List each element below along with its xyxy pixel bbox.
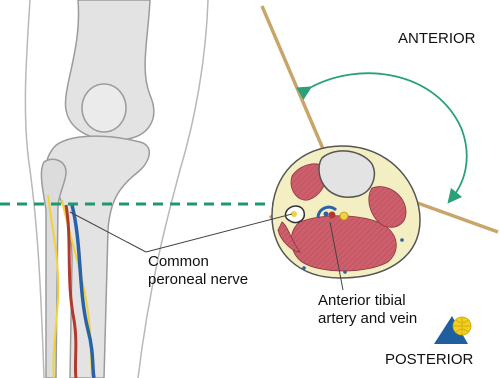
leg-anatomy	[25, 0, 208, 378]
nerve-dot-right	[340, 212, 348, 220]
vessel-dot-3	[302, 266, 306, 270]
nerve-leader-to-section	[146, 214, 292, 252]
common-peroneal-nerve-label: Common peroneal nerve	[148, 253, 248, 289]
artery-label-line2: artery and vein	[318, 310, 417, 328]
leg-cross-section	[272, 146, 420, 278]
anterior-tibial-artery-label: Anterior tibial artery and vein	[318, 292, 417, 328]
posterior-label: POSTERIOR	[385, 351, 473, 369]
patella	[82, 84, 126, 132]
tibia-cross-section	[319, 151, 374, 197]
artery-dot	[329, 212, 336, 219]
anterior-label: ANTERIOR	[398, 30, 476, 48]
nerve-label-line1: Common	[148, 253, 248, 271]
vessel-dot-1	[400, 238, 404, 242]
nerve-label-line2: peroneal nerve	[148, 271, 248, 289]
posterior-text: POSTERIOR	[385, 351, 473, 369]
vessel-dot-2	[343, 270, 347, 274]
vein-dot	[324, 212, 329, 217]
ao-foundation-logo-icon	[434, 316, 471, 344]
artery-label-line1: Anterior tibial	[318, 292, 417, 310]
anterior-text: ANTERIOR	[398, 30, 476, 48]
